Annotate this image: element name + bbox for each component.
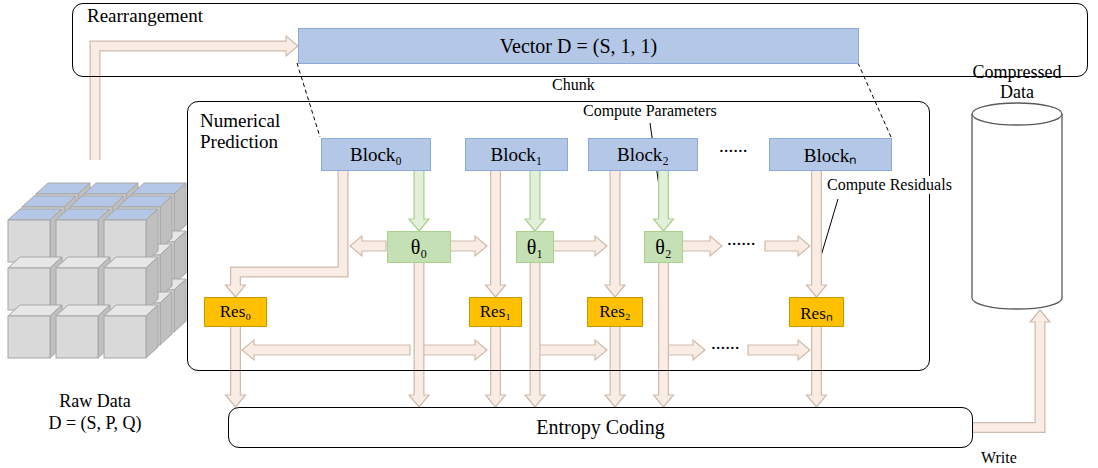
parameter-arrow — [539, 340, 607, 360]
hollow-arrow — [654, 171, 674, 231]
parameter-arrow — [450, 236, 487, 256]
ellipsis-mark: ...... — [719, 136, 748, 157]
annotation-label: Compute Residuals — [826, 176, 953, 194]
hollow-arrow — [486, 327, 506, 407]
node-label: θ₁ — [527, 236, 544, 259]
hollow-arrow — [409, 171, 429, 231]
hollow-arrow — [486, 171, 506, 297]
cube-cell — [104, 257, 158, 310]
node-label: θ₂ — [655, 236, 672, 259]
hollow-arrow — [525, 171, 545, 231]
node-label: Rearrangement — [87, 5, 203, 26]
node-label: Blockₙ — [804, 142, 857, 168]
parameter-arrow — [420, 340, 487, 360]
hollow-arrow — [226, 327, 246, 407]
hollow-arrow — [807, 327, 827, 407]
hollow-arrow — [525, 263, 545, 407]
parameter-arrow — [667, 340, 705, 360]
residual-box: Res₂ — [587, 297, 643, 327]
residual-box: Res₀ — [204, 297, 267, 327]
parameter-box: θ₁ — [516, 231, 554, 263]
prediction-panel: Numerical PredictionBlock₀ Block₁ Block₂ Bl… — [187, 101, 930, 371]
residual-box: Res₁ — [469, 297, 522, 327]
node-label: Res₂ — [599, 302, 630, 322]
parameter-arrow — [350, 236, 386, 256]
hollow-arrow — [605, 171, 625, 297]
block-box: Blockₙ — [769, 138, 892, 171]
hollow-arrow — [654, 263, 674, 407]
node-label: Res₁ — [480, 302, 511, 322]
edge-label: Write — [981, 449, 1017, 467]
node-label: Block₂ — [617, 144, 669, 166]
vector-box: Vector D = (S, 1, 1) — [298, 28, 859, 64]
hollow-arrow — [226, 171, 344, 297]
cylinder-top — [972, 103, 1062, 125]
node-label: Resₙ — [800, 301, 833, 324]
node-label: Block₀ — [350, 144, 402, 166]
cube-cell — [104, 209, 158, 262]
cube-cell — [104, 305, 158, 358]
parameter-box: θ₂ — [644, 231, 683, 263]
block-box: Block₁ — [465, 138, 568, 171]
ellipsis-mark: ...... — [727, 229, 756, 250]
block-box: Block₀ — [321, 138, 431, 171]
parameter-box: θ₀ — [387, 231, 451, 263]
node-label: Res₀ — [220, 302, 251, 322]
chunk-bracket-line — [297, 63, 320, 137]
annotation-label: Compute Parameters — [583, 102, 717, 120]
cube-cell — [56, 305, 110, 358]
parameter-arrow — [765, 236, 810, 256]
node-label: Entropy Coding — [536, 416, 664, 439]
parameter-arrow — [242, 340, 410, 360]
parameter-arrow — [682, 236, 722, 256]
node-label: θ₀ — [411, 236, 428, 259]
ellipsis-mark: ...... — [711, 333, 740, 354]
hollow-arrow — [409, 263, 429, 407]
parameter-arrow — [748, 340, 810, 360]
cube-cell — [56, 209, 110, 262]
storage-cylinder: Compressed Data — [962, 62, 1072, 310]
annotation-label: Chunk — [552, 76, 595, 94]
cube-cell — [8, 209, 62, 262]
hollow-arrow — [807, 171, 827, 297]
cube-cell — [8, 257, 62, 310]
hollow-arrow — [605, 327, 625, 407]
cube-drawing — [0, 160, 195, 370]
node-label: Compressed Data — [962, 62, 1072, 102]
rearrangement-panel: RearrangementVector D = (S, 1, 1) — [72, 3, 1088, 77]
chunk-bracket-line — [858, 63, 891, 137]
cylinder-body — [972, 114, 1062, 309]
block-box: Block₂ — [588, 138, 698, 171]
node-sublabel: D = (S, P, Q) — [0, 414, 190, 434]
node-label: Raw Data — [0, 392, 190, 412]
residual-box: Resₙ — [789, 297, 844, 327]
node-label: Block₁ — [490, 144, 542, 166]
node-label: Numerical Prediction — [200, 110, 312, 153]
node-label: Vector D = (S, 1, 1) — [500, 35, 657, 58]
cube-cell — [8, 305, 62, 358]
raw-data-cube: Raw DataD = (S, P, Q) — [0, 160, 195, 445]
parameter-arrow — [553, 236, 607, 256]
entropy-panel: Entropy Coding — [228, 407, 973, 448]
hollow-arrow — [973, 310, 1050, 428]
cube-cell — [56, 257, 110, 310]
